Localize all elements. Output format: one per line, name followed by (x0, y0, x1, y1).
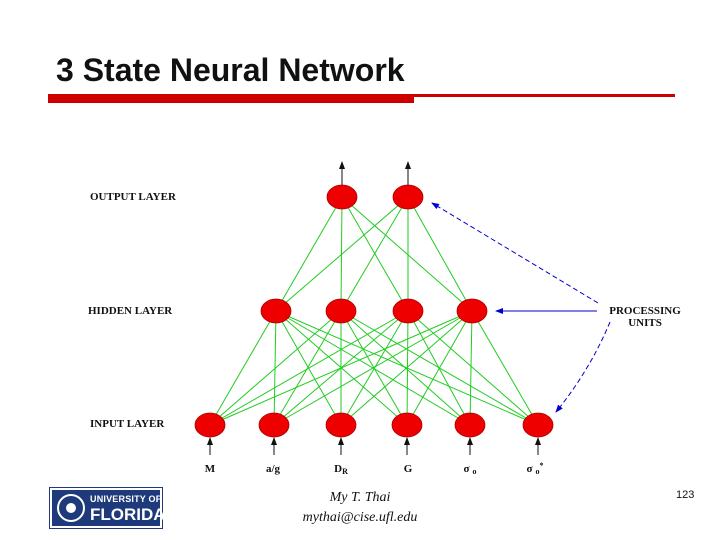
input-node-3 (391, 412, 423, 438)
logo-line-florida: FLORIDA (90, 505, 166, 524)
footer-email: mythai@cise.ufl.edu (302, 510, 418, 525)
input-node-5 (522, 412, 554, 438)
edge-hidden0-output0 (275, 196, 343, 312)
pu-arrow-to-input (555, 321, 611, 413)
input-node-2 (325, 412, 357, 438)
network-edges (209, 196, 539, 426)
edge-hidden3-output0 (341, 196, 473, 312)
edge-input4-hidden1 (340, 310, 471, 426)
input-label-m: M (205, 463, 216, 475)
edge-input3-hidden0 (275, 310, 408, 426)
output-layer-label: OUTPUT LAYER (90, 191, 177, 203)
input-label-ag: a/g (266, 463, 281, 475)
input-node-1 (258, 412, 290, 438)
input-node-4 (454, 412, 486, 438)
edge-input3-hidden1 (340, 310, 408, 426)
input-label-dr: DR (334, 463, 348, 476)
page-number: 123 (676, 489, 695, 501)
edge-input4-hidden3 (469, 310, 473, 426)
edge-input1-hidden1 (273, 310, 342, 426)
hidden-node-3 (456, 298, 488, 324)
network-nodes (194, 184, 554, 438)
edge-input1-hidden0 (273, 310, 277, 426)
university-of-florida-logo: UNIVERSITY OF FLORIDA (49, 487, 166, 529)
output-node-0 (326, 184, 358, 210)
processing-units-label-line1: PROCESSING (609, 305, 681, 317)
processing-unit-arrows (431, 202, 611, 413)
edge-input2-hidden0 (275, 310, 342, 426)
input-label-g: G (404, 463, 413, 475)
processing-units-label-line2: UNITS (628, 317, 662, 329)
edge-hidden2-output0 (341, 196, 409, 312)
slide-title: 3 State Neural Network (56, 52, 405, 88)
input-layer-label: INPUT LAYER (90, 418, 165, 430)
edge-input5-hidden3 (471, 310, 539, 426)
title-underline-thick (48, 97, 414, 103)
edge-input4-hidden0 (275, 310, 471, 426)
hidden-node-2 (392, 298, 424, 324)
pu-arrow-to-output (431, 202, 599, 304)
hidden-node-0 (260, 298, 292, 324)
edge-input5-hidden2 (407, 310, 539, 426)
hidden-layer-label: HIDDEN LAYER (88, 305, 173, 317)
logo-line-university-of: UNIVERSITY OF (90, 494, 162, 504)
footer-author: My T. Thai (329, 490, 391, 505)
hidden-node-1 (325, 298, 357, 324)
edge-input5-hidden1 (340, 310, 539, 426)
title-underline-thin (48, 94, 675, 97)
input-node-0 (194, 412, 226, 438)
edge-input0-hidden0 (209, 310, 277, 426)
edge-hidden1-output0 (340, 196, 343, 312)
edge-input5-hidden0 (275, 310, 539, 426)
edge-hidden3-output1 (407, 196, 473, 312)
io-arrows (207, 161, 541, 455)
university-seal-icon (57, 494, 85, 522)
output-node-1 (392, 184, 424, 210)
